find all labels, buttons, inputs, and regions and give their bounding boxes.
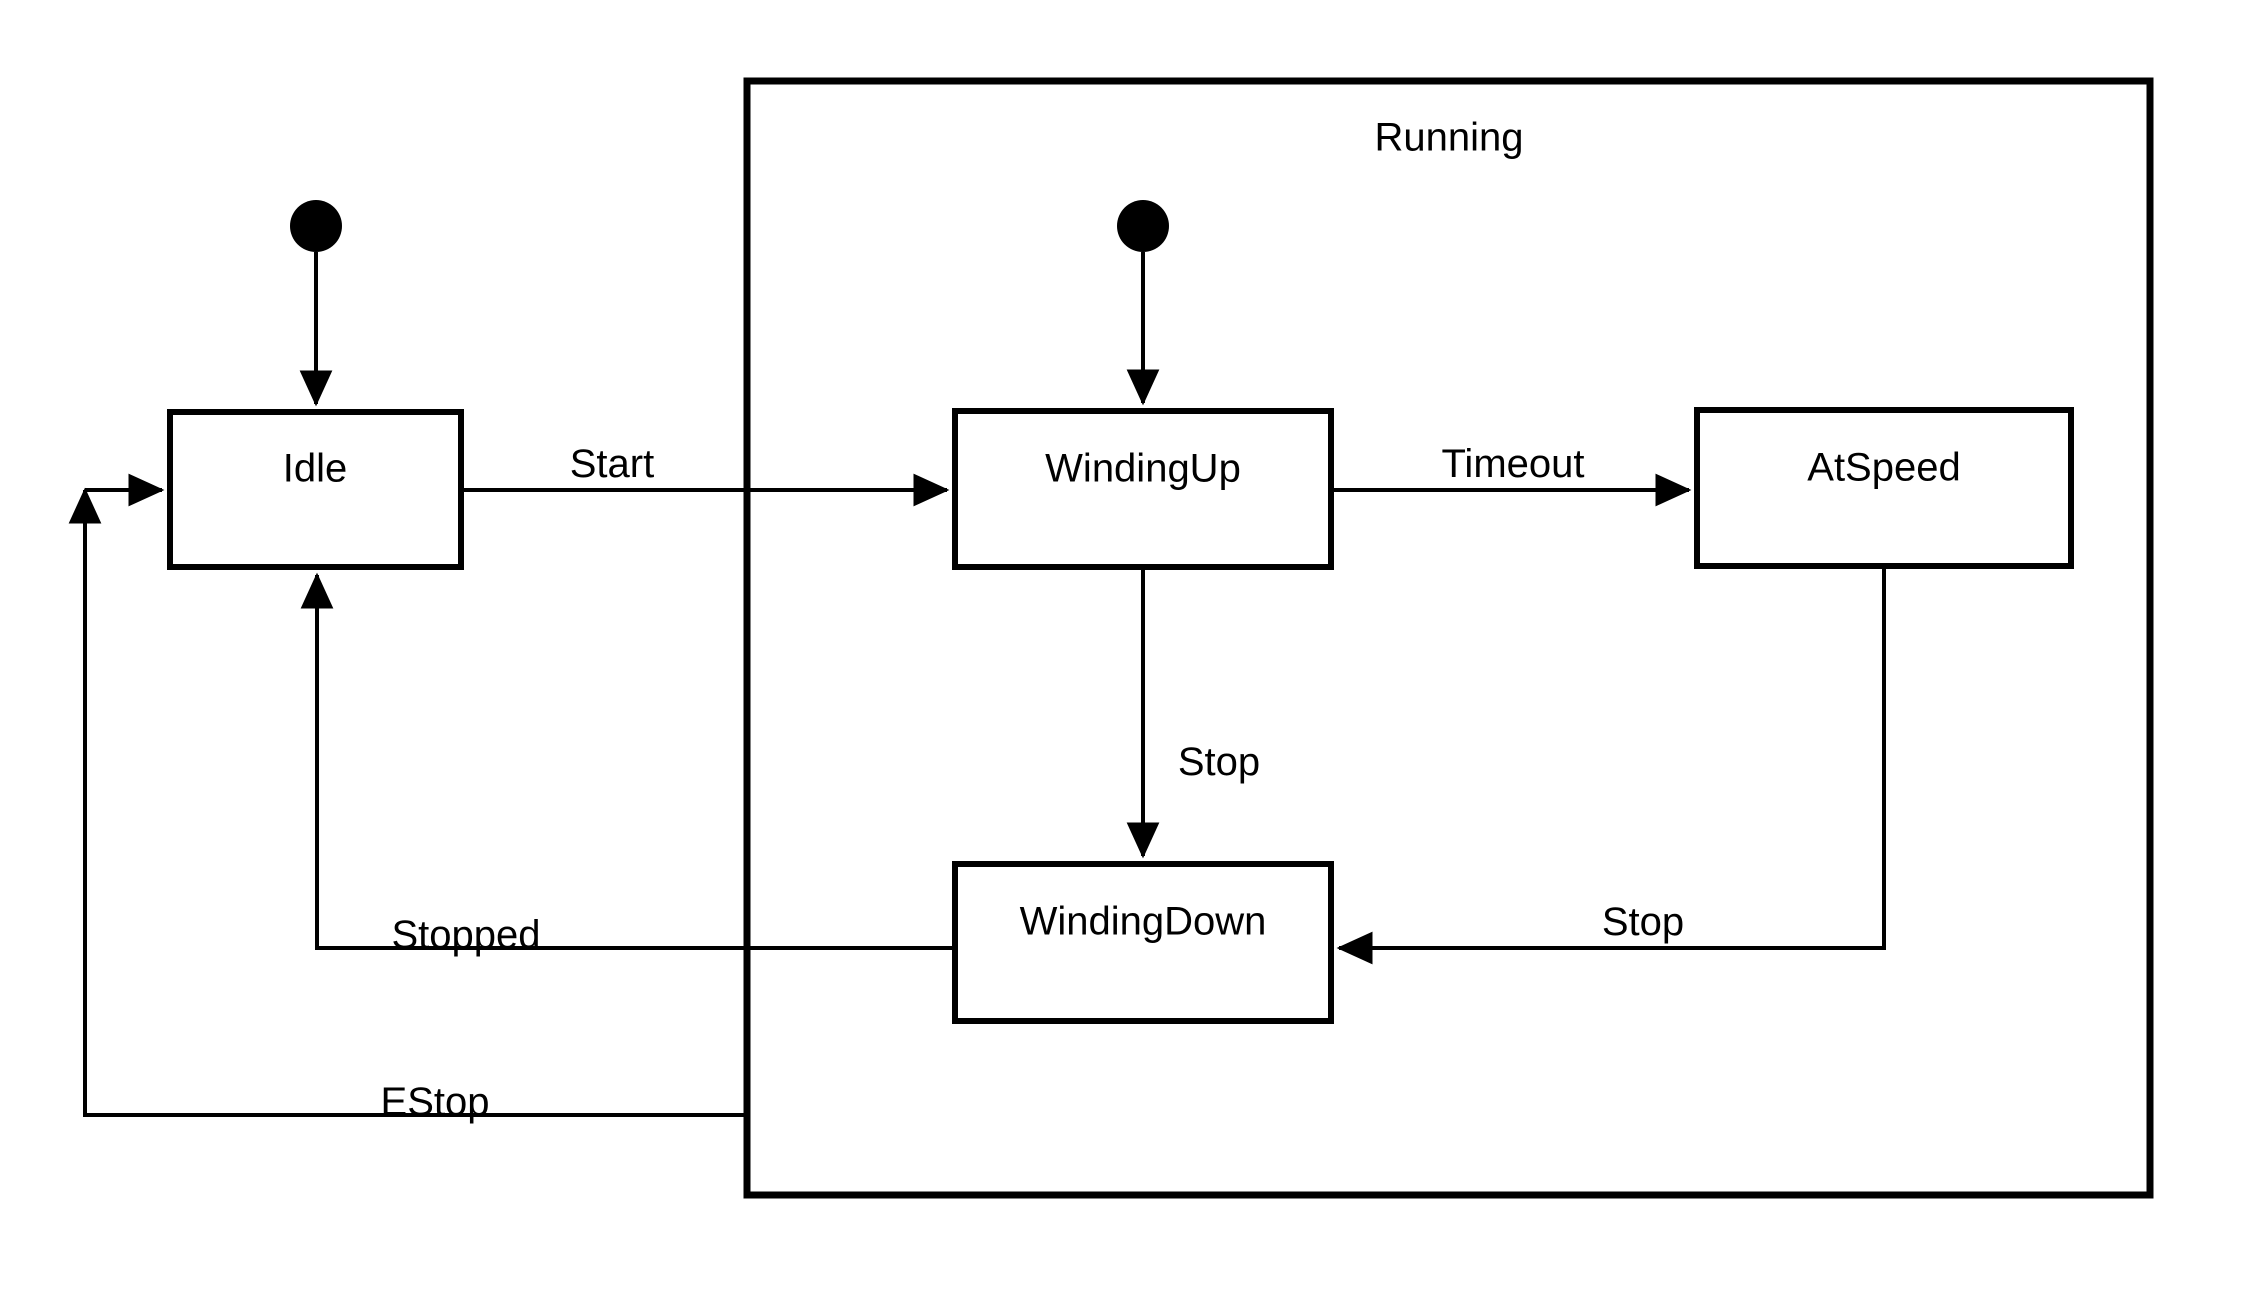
transition-stopped-line: [300, 572, 955, 950]
transition-stop-atspeed[interactable]: Stop: [1336, 566, 1886, 965]
initial-pseudostate-top[interactable]: [290, 200, 342, 407]
transition-estop-label: EStop: [381, 1080, 490, 1124]
state-windingup[interactable]: WindingUp: [952, 408, 1334, 570]
state-atspeed[interactable]: AtSpeed: [1694, 407, 2074, 569]
state-idle-box: [167, 409, 464, 570]
composite-state-running[interactable]: Running: [743, 77, 2154, 1199]
state-idle[interactable]: Idle: [167, 409, 464, 570]
transition-start[interactable]: Start: [461, 442, 950, 507]
transition-stop-windingup-label: Stop: [1178, 740, 1260, 784]
composite-state-running-border: [743, 77, 2154, 1199]
transition-timeout-label: Timeout: [1441, 442, 1584, 486]
transition-stopped-label: Stopped: [391, 913, 540, 957]
state-windingup-box: [952, 408, 1334, 570]
initial-state-circle-running: [1117, 200, 1169, 252]
state-atspeed-label: AtSpeed: [1807, 446, 1960, 490]
initial-state-circle-top: [290, 200, 342, 252]
state-windingdown-label: WindingDown: [1020, 900, 1267, 944]
composite-state-running-label: Running: [1374, 116, 1523, 160]
transition-stop-windingup[interactable]: Stop: [1126, 567, 1260, 859]
transition-stop-atspeed-line: [1336, 566, 1886, 965]
state-windingup-label: WindingUp: [1045, 447, 1241, 491]
state-windingdown-box: [952, 861, 1334, 1024]
transition-stopped[interactable]: Stopped: [300, 572, 955, 957]
state-idle-label: Idle: [283, 447, 348, 491]
state-atspeed-box: [1694, 407, 2074, 569]
initial-pseudostate-running[interactable]: [1117, 200, 1169, 406]
transition-estop-line: [68, 487, 747, 1117]
transition-start-label: Start: [570, 442, 654, 486]
transition-stop-atspeed-label: Stop: [1602, 900, 1684, 944]
transition-timeout[interactable]: Timeout: [1331, 442, 1692, 507]
transition-estop[interactable]: EStop: [68, 473, 747, 1124]
state-windingdown[interactable]: WindingDown: [952, 861, 1334, 1024]
